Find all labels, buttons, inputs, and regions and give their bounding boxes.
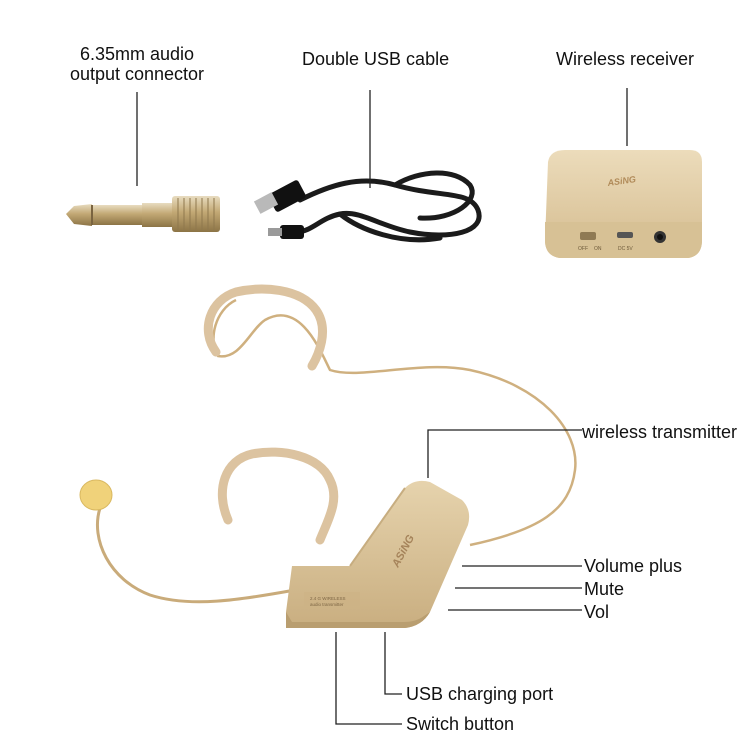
lower-ear-hook	[217, 447, 339, 545]
usb-port-callout-label: USB charging port	[406, 684, 554, 704]
audio-connector-plug	[66, 196, 220, 232]
transmitter-printed-line1: 2.4 G WIRELESS	[310, 596, 346, 601]
connector-label-line1: 6.35mm audio	[79, 44, 195, 64]
volume-plus-callout-label: Volume plus	[584, 556, 683, 576]
switch-callout-label: Switch button	[406, 714, 515, 734]
receiver-switch-on-text: ON	[594, 246, 602, 252]
usb-cable-label: Double USB cable	[302, 49, 450, 69]
mic-boom	[95, 507, 296, 604]
upper-ear-hook	[203, 284, 328, 371]
receiver-brand-text: ASiNG	[606, 174, 637, 188]
connector-label: 6.35mm audio output connector	[62, 44, 212, 84]
usb-a-plug	[253, 180, 306, 214]
receiver-dc-text: DC 5V	[618, 246, 633, 252]
transmitter-callout-label: wireless transmitter	[582, 422, 738, 442]
callout-lines	[335, 429, 582, 725]
wireless-transmitter-device	[286, 480, 470, 628]
headband-wire	[212, 298, 577, 547]
mic-foam	[80, 480, 112, 510]
micro-usb-plug	[268, 225, 304, 239]
usb-cable	[293, 170, 482, 243]
transmitter-printed-line2: audio transmitter	[310, 602, 344, 607]
vol-callout-label: Vol	[584, 602, 610, 622]
mute-callout-label: Mute	[584, 579, 625, 599]
connector-label-line2: output connector	[69, 64, 205, 84]
receiver-switch-off-text: OFF	[578, 246, 588, 252]
receiver-label: Wireless receiver	[556, 49, 695, 69]
wireless-receiver-device	[545, 150, 702, 258]
